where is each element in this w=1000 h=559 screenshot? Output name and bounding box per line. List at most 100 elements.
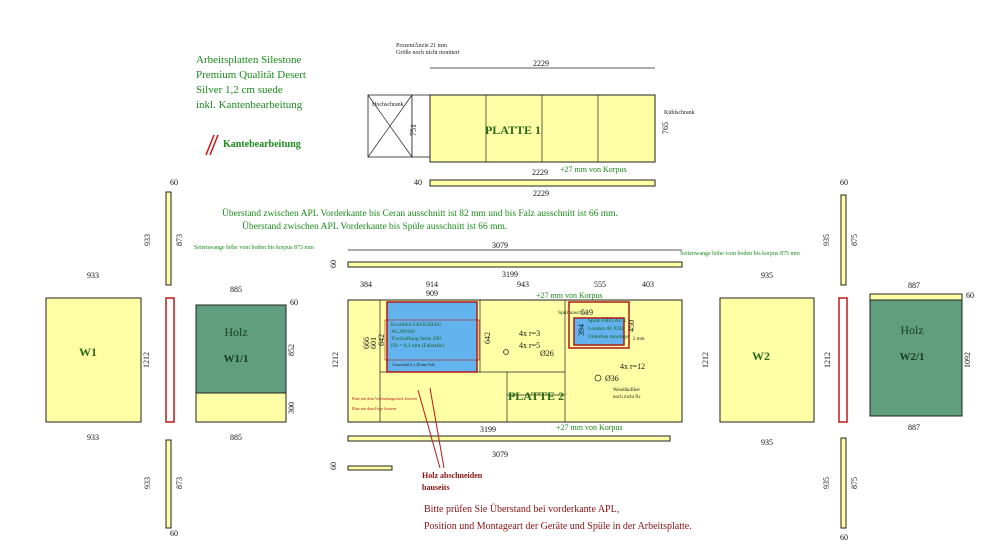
- pointer-line: [417, 389, 441, 469]
- hochschrank-label: Hochschrank: [372, 102, 404, 108]
- cooktop-cutout: [386, 301, 478, 373]
- overhang-note-2: Überstand zwischen APL Vorderkante bis S…: [242, 220, 507, 232]
- hint-left-2: Bitte mit dem Fuge fixieren: [352, 406, 396, 411]
- dim-1212-main: 1212: [331, 352, 340, 368]
- warm-note-2: noch nicht fix: [613, 395, 641, 400]
- panel-w21-label: W2/1: [899, 351, 924, 363]
- platte-2-label: PLATTE 2: [508, 389, 564, 403]
- dim-875-strip-bottom: 875: [850, 477, 859, 489]
- dim-935-w2-bottom: 935: [761, 438, 773, 447]
- cooktop-line-3: Tischlaflung Serie 200: [391, 335, 441, 342]
- holz-cut-note-2: bauseits: [422, 483, 450, 492]
- panel-w2: [719, 297, 815, 423]
- diameter-36: Ø36: [605, 374, 619, 383]
- dim-1212-w2: 1212: [701, 352, 710, 368]
- platte-1-label: PLATTE 1: [485, 123, 541, 137]
- panel-w21-top: [869, 293, 963, 301]
- dim-914: 914: [426, 280, 438, 289]
- sink-line-1: Spüle FRIGAUX: [588, 318, 626, 324]
- dim-933-w1-top: 933: [87, 271, 99, 280]
- info-line-3: Silver 1,2 cm suede: [196, 84, 283, 96]
- dim-403: 403: [642, 280, 654, 289]
- cooktop-rebate: [384, 319, 480, 361]
- tap-hole-36: [594, 374, 602, 382]
- dim-2229-bottom: 2229: [532, 168, 548, 177]
- dim-887-top: 887: [908, 281, 920, 290]
- dim-2229-top: 2229: [533, 59, 549, 68]
- dim-1212-w1: 1212: [142, 352, 151, 368]
- material-info: Arbeitsplatten Silestone Premium Qualitä…: [196, 54, 306, 111]
- top-note-2: Größe noch nicht montiert: [396, 49, 460, 56]
- dim-933-w1-bottom: 933: [87, 433, 99, 442]
- dim-60-w11: 60: [290, 298, 298, 307]
- dim-394: 394: [577, 324, 586, 336]
- check-note-1: Bitte prüfen Sie Überstand bei vorderkan…: [424, 503, 619, 515]
- hint-left-1: Bitte mit dem Verbindungsstück fixieren: [352, 396, 417, 401]
- dim-935-w2-top: 935: [761, 271, 773, 280]
- dim-519: 519: [581, 308, 593, 317]
- holz-cut-note-1: Holz abschneiden: [422, 471, 483, 480]
- side-strip-bottom-right: [840, 437, 847, 529]
- panel-w2-label: W2: [752, 349, 770, 363]
- edge-strip-red-right: [838, 297, 848, 423]
- dim-885-top: 885: [230, 285, 242, 294]
- edge-strip-red-left: [165, 297, 175, 423]
- sink-small: 2 mm: [633, 337, 645, 342]
- edge-legend-mark: [209, 134, 219, 156]
- sink-line-3: Unterbau montage: [588, 334, 629, 340]
- dim-60-bottom-right: 60: [840, 533, 848, 542]
- side-note-right: Seitenwange höhe vom boden bis korpus 87…: [680, 251, 800, 257]
- cooktop-line-2: AL200100: [391, 329, 415, 335]
- holz-label-left: Holz: [224, 325, 247, 339]
- dim-935-strip-top: 935: [822, 234, 831, 246]
- info-line-1: Arbeitsplatten Silestone: [196, 54, 302, 66]
- spuelmaschine-label: Spülmaschine: [558, 310, 589, 316]
- dim-642-right: 642: [483, 332, 492, 344]
- panel-w1: [45, 297, 142, 423]
- dim-852: 852: [287, 344, 296, 356]
- side-note-left: Seitenwange höhe vom boden bis korpus 87…: [194, 245, 314, 251]
- dim-642-left: 642: [377, 334, 386, 346]
- dim-60-small: 60: [329, 462, 338, 470]
- dim-887-bottom: 887: [908, 423, 920, 432]
- dim-933-strip-bottom: 933: [143, 477, 152, 489]
- kuehlschrank-label: Kühlschrank: [664, 110, 695, 116]
- main-plan: 3079 60 3199 384 914 943 555 403 909 +27…: [329, 241, 683, 492]
- dim-2229-strip: 2229: [533, 189, 549, 198]
- edge-legend-mark: [205, 134, 215, 156]
- dim-666: 666: [362, 337, 371, 349]
- dim-873-strip-bottom: 873: [175, 477, 184, 489]
- pointer-line: [429, 387, 445, 469]
- dim-873-strip-top: 873: [175, 234, 184, 246]
- dim-555: 555: [594, 280, 606, 289]
- corner-r5: 4x r=5: [519, 341, 540, 350]
- dim-751: 751: [409, 124, 418, 136]
- right-side-panels: 60 935 875 935 W2 1212 935 1212 887 Holz…: [701, 178, 974, 542]
- warm-note-1: Wendläufiker: [613, 388, 640, 393]
- dim-384: 384: [360, 280, 372, 289]
- holz-label-right: Holz: [900, 323, 923, 337]
- dim-60-top-right: 60: [840, 178, 848, 187]
- cooktop-line-4: FB = 6,1 mm (Falzteile): [391, 342, 445, 349]
- cooktop-small-note: Ausschnitt 6 x 20 mm Fuß: [392, 362, 435, 367]
- dim-450: 450: [627, 320, 636, 332]
- left-side-panels: 60 933 873 933 W1 1212 933 885 Holz W1/1…: [45, 178, 298, 538]
- dim-60-main: 60: [329, 260, 338, 268]
- side-strip-top-right: [840, 194, 847, 286]
- dim-909: 909: [426, 289, 438, 298]
- platte-2-strip-top: [347, 261, 683, 268]
- panel-w1-label: W1: [79, 345, 97, 359]
- tap-hole-26: [503, 349, 509, 355]
- corner-r3: 4x r=3: [519, 329, 540, 338]
- dim-1092: 1092: [963, 352, 972, 368]
- dim-3199-bottom: 3199: [480, 425, 496, 434]
- panel-w11-label: W1/1: [223, 353, 248, 365]
- dim-935-strip-bottom: 935: [822, 477, 831, 489]
- platte-1-strip: [429, 179, 656, 187]
- edge-legend-label: Kantebearbeitung: [223, 139, 301, 150]
- dim-60-bottom-left: 60: [170, 529, 178, 538]
- cooktop-line-1: Kochfeld GEOGIIIAU: [391, 321, 442, 328]
- dim-300: 300: [287, 402, 296, 414]
- panel-w11-wood: [195, 304, 287, 394]
